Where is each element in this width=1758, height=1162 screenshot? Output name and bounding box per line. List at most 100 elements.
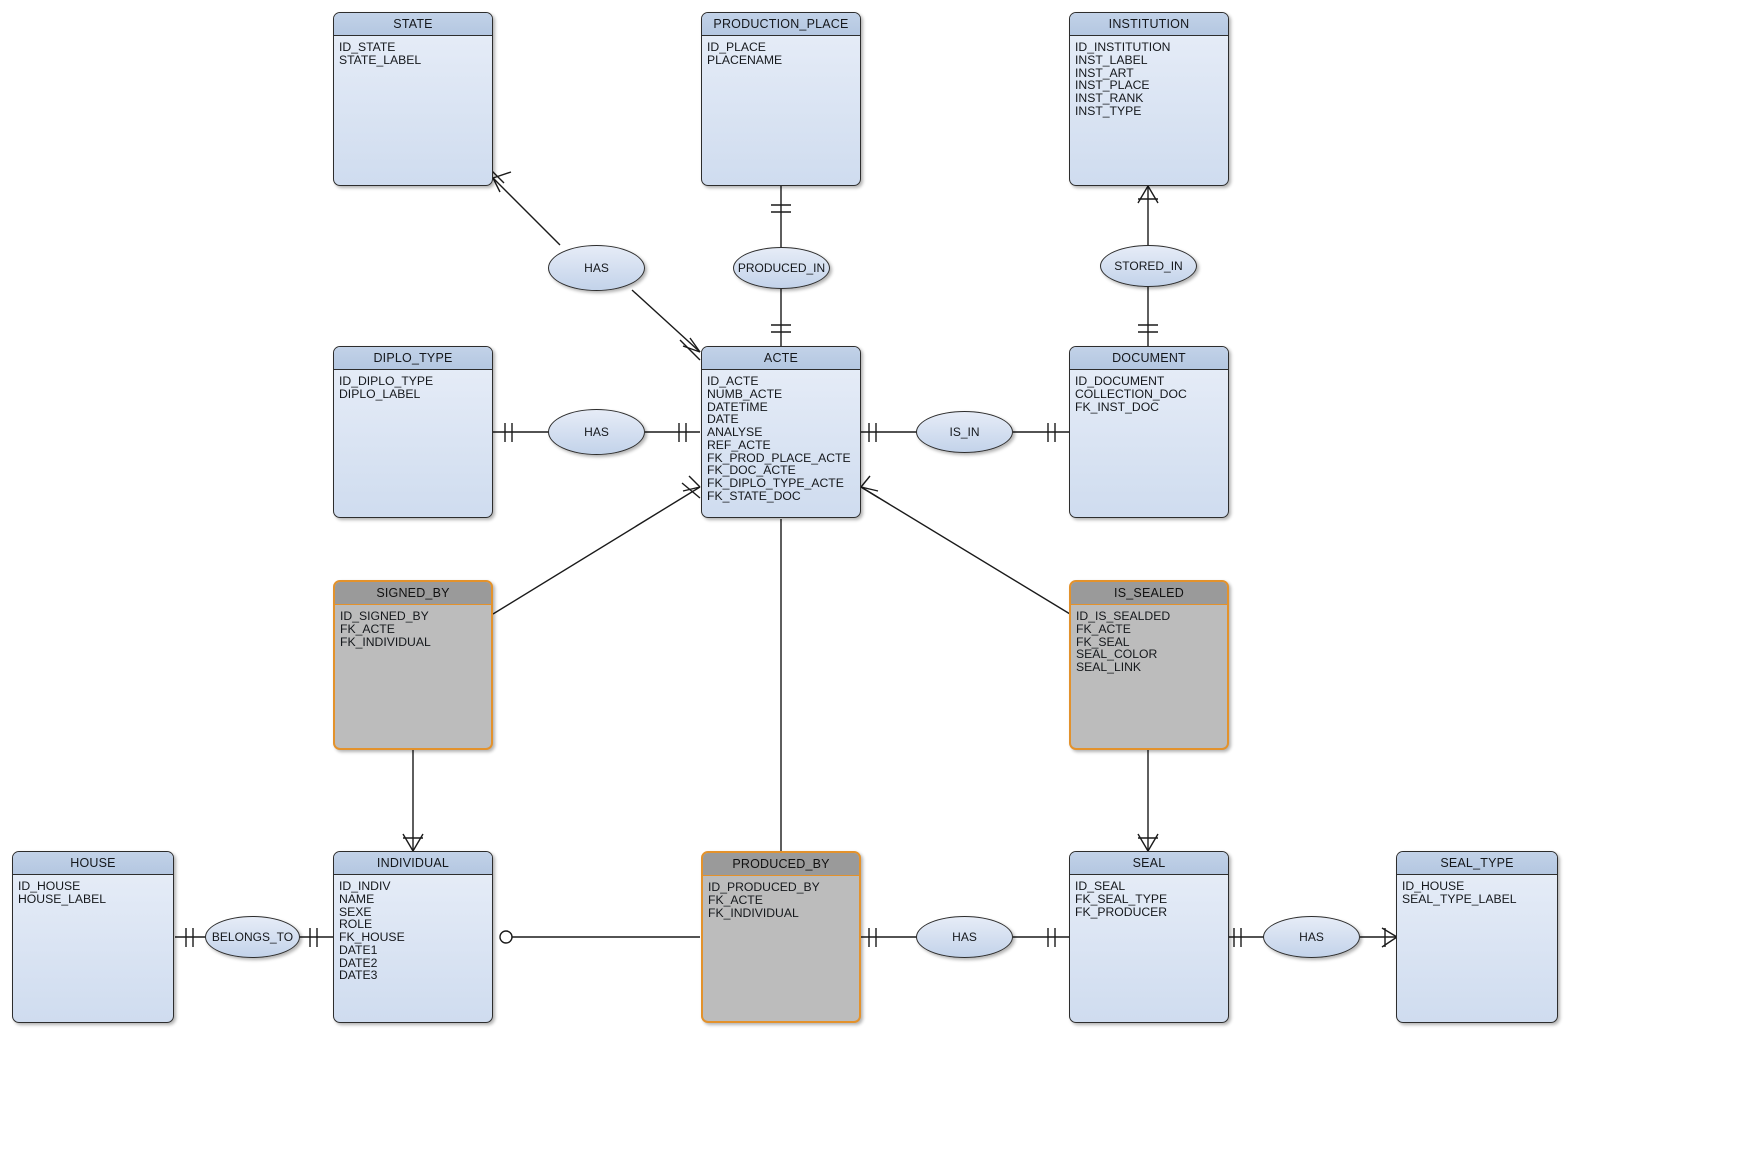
relationship-label: HAS: [1299, 930, 1324, 944]
relationship-label: IS_IN: [949, 425, 980, 439]
field: FK_SEAL_TYPE: [1075, 891, 1168, 906]
field: REF_ACTE: [707, 437, 771, 452]
entity-fields: ID_STATE STATE_LABEL: [334, 36, 492, 67]
field: FK_ACTE: [708, 892, 763, 907]
field: ROLE: [339, 917, 373, 932]
field: INST_RANK: [1075, 91, 1144, 106]
relationship-produced-by-has[interactable]: HAS: [916, 916, 1013, 958]
entity-title: STATE: [334, 13, 492, 36]
entity-title: IS_SEALED: [1071, 582, 1227, 605]
relationship-diplo-has[interactable]: HAS: [548, 409, 645, 455]
entity-house[interactable]: HOUSE ID_HOUSE HOUSE_LABEL: [12, 851, 174, 1023]
field: FK_DIPLO_TYPE_ACTE: [707, 476, 844, 491]
field: ID_SIGNED_BY: [340, 609, 429, 623]
field: ID_DIPLO_TYPE: [339, 374, 434, 388]
entity-fields: ID_INDIV NAME SEXE ROLE FK_HOUSE DATE1 D…: [334, 875, 492, 982]
entity-institution[interactable]: INSTITUTION ID_INSTITUTION INST_LABEL IN…: [1069, 12, 1229, 186]
field: ID_INDIV: [339, 879, 391, 893]
marker-zero-individual: [499, 930, 513, 944]
marker-one-individual-left: [309, 928, 318, 947]
entity-title: DIPLO_TYPE: [334, 347, 492, 370]
marker-one-document-left: [1047, 423, 1056, 442]
relationship-stored-in[interactable]: STORED_IN: [1100, 245, 1197, 287]
entity-state[interactable]: STATE ID_STATE STATE_LABEL: [333, 12, 493, 186]
entity-produced-by[interactable]: PRODUCED_BY ID_PRODUCED_BY FK_ACTE FK_IN…: [701, 851, 861, 1023]
marker-crowsfoot-acte-lowleft: [681, 475, 701, 499]
field: DATE2: [339, 955, 378, 970]
entity-diplo-type[interactable]: DIPLO_TYPE ID_DIPLO_TYPE DIPLO_LABEL: [333, 346, 493, 518]
field: ID_HOUSE: [18, 879, 81, 893]
entity-fields: ID_PLACE PLACENAME: [702, 36, 860, 67]
entity-title: INDIVIDUAL: [334, 852, 492, 875]
entity-fields: ID_PRODUCED_BY FK_ACTE FK_INDIVIDUAL: [703, 876, 859, 919]
marker-one-acte-top: [771, 324, 791, 333]
field: FK_ACTE: [340, 621, 395, 636]
entity-document[interactable]: DOCUMENT ID_DOCUMENT COLLECTION_DOC FK_I…: [1069, 346, 1229, 518]
field: NAME: [339, 891, 375, 906]
marker-crowsfoot-acte-lowright: [860, 475, 880, 499]
field: FK_DOC_ACTE: [707, 463, 796, 478]
field: ANALYSE: [707, 425, 763, 440]
marker-one-seal-left: [1047, 928, 1056, 947]
relationship-is-in[interactable]: IS_IN: [916, 411, 1013, 453]
entity-production-place[interactable]: PRODUCTION_PLACE ID_PLACE PLACENAME: [701, 12, 861, 186]
entity-title: SEAL_TYPE: [1397, 852, 1557, 875]
entity-seal[interactable]: SEAL ID_SEAL FK_SEAL_TYPE FK_PRODUCER: [1069, 851, 1229, 1023]
marker-one-place: [771, 204, 791, 213]
marker-one-document-top: [1138, 324, 1158, 333]
field: FK_PROD_PLACE_ACTE: [707, 450, 851, 465]
field: FK_INDIVIDUAL: [708, 905, 799, 920]
field: FK_INST_DOC: [1075, 399, 1159, 414]
field: ID_PRODUCED_BY: [708, 880, 820, 894]
field: ID_DOCUMENT: [1075, 374, 1165, 388]
marker-one-diplotype: [504, 423, 513, 442]
entity-is-sealed[interactable]: IS_SEALED ID_IS_SEALDED FK_ACTE FK_SEAL …: [1069, 580, 1229, 750]
field: INST_TYPE: [1075, 103, 1142, 118]
field: COLLECTION_DOC: [1075, 386, 1187, 401]
entity-seal-type[interactable]: SEAL_TYPE ID_HOUSE SEAL_TYPE_LABEL: [1396, 851, 1558, 1023]
link-issealed-acte: [860, 486, 1071, 615]
marker-one-acte-right: [868, 423, 877, 442]
marker-crowsfoot-seal-top: [1137, 833, 1159, 852]
field: SEAL_COLOR: [1076, 647, 1158, 662]
relationship-label: HAS: [952, 930, 977, 944]
relationship-seal-has[interactable]: HAS: [1263, 916, 1360, 958]
marker-one-house: [185, 928, 194, 947]
field: ID_SEAL: [1075, 879, 1126, 893]
marker-one-producedby-right: [868, 928, 877, 947]
entity-signed-by[interactable]: SIGNED_BY ID_SIGNED_BY FK_ACTE FK_INDIVI…: [333, 580, 493, 750]
entity-fields: ID_SEAL FK_SEAL_TYPE FK_PRODUCER: [1070, 875, 1228, 918]
field: DATE1: [339, 942, 378, 957]
entity-fields: ID_SIGNED_BY FK_ACTE FK_INDIVIDUAL: [335, 605, 491, 648]
field: FK_PRODUCER: [1075, 904, 1168, 919]
relationship-label: HAS: [584, 261, 609, 275]
entity-acte[interactable]: ACTE ID_ACTE NUMB_ACTE DATETIME DATE ANA…: [701, 346, 861, 518]
link-signedby-acte: [492, 486, 701, 615]
link-has-acte-upper: [631, 289, 701, 353]
field: DATE3: [339, 968, 378, 983]
entity-title: PRODUCTION_PLACE: [702, 13, 860, 36]
entity-title: PRODUCED_BY: [703, 853, 859, 876]
entity-fields: ID_DOCUMENT COLLECTION_DOC FK_INST_DOC: [1070, 370, 1228, 413]
field: FK_ACTE: [1076, 621, 1131, 636]
field: SEAL_LINK: [1076, 660, 1142, 675]
field: FK_INDIVIDUAL: [340, 634, 431, 649]
marker-crowsfoot-individual-top: [402, 833, 424, 852]
relationship-produced-in[interactable]: PRODUCED_IN: [733, 247, 830, 289]
relationship-state-has[interactable]: HAS: [548, 245, 645, 291]
field: SEXE: [339, 904, 372, 919]
field: ID_IS_SEALDED: [1076, 609, 1171, 623]
entity-title: HOUSE: [13, 852, 173, 875]
field: PLACENAME: [707, 52, 783, 67]
field: ID_ACTE: [707, 374, 759, 388]
field: NUMB_ACTE: [707, 386, 783, 401]
entity-individual[interactable]: INDIVIDUAL ID_INDIV NAME SEXE ROLE FK_HO…: [333, 851, 493, 1023]
relationship-belongs-to[interactable]: BELONGS_TO: [205, 916, 300, 958]
entity-fields: ID_HOUSE SEAL_TYPE_LABEL: [1397, 875, 1557, 906]
link-state-has: [492, 177, 561, 246]
marker-one-seal-right: [1233, 928, 1242, 947]
entity-fields: ID_INSTITUTION INST_LABEL INST_ART INST_…: [1070, 36, 1228, 118]
field: DIPLO_LABEL: [339, 386, 421, 401]
field: DATE: [707, 412, 739, 427]
marker-crowsfoot-acte-top: [679, 337, 701, 361]
